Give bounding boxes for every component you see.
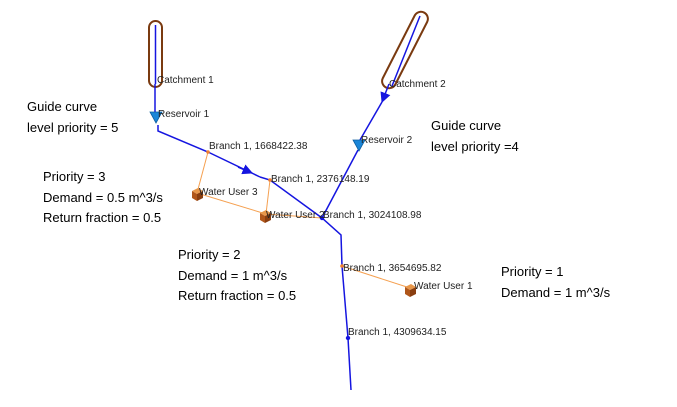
- reservoir-1-icon[interactable]: [149, 111, 163, 124]
- user2-return-fraction: Return fraction = 0.5: [178, 288, 297, 303]
- guide-left-line-2: level priority = 5: [27, 119, 119, 135]
- water-user-1-label: Water User 1: [414, 281, 473, 292]
- user1-priority: Priority = 1: [501, 264, 564, 279]
- user2-demand: Demand = 1 m^3/s: [178, 267, 288, 283]
- reservoir-2-icon[interactable]: [352, 139, 366, 152]
- branch-node-3[interactable]: [319, 215, 325, 221]
- guide-right-line-1: Guide curve: [431, 118, 502, 133]
- river-tributary-r2: [321, 149, 359, 219]
- diversion-user2-out: [265, 213, 323, 219]
- reservoir-2-label: Reservoir 2: [361, 135, 413, 146]
- guide-curve-right-annotation: Guide curve level priority =4: [431, 116, 519, 157]
- water-user-1-annotation: Priority = 1 Demand = 1 m^3/s: [501, 262, 610, 303]
- guide-left-line-1: Guide curve: [27, 99, 98, 114]
- branch-node-5[interactable]: [345, 335, 351, 341]
- user3-priority: Priority = 3: [43, 169, 106, 184]
- user3-return-fraction: Return fraction = 0.5: [43, 210, 162, 225]
- water-user-2-annotation: Priority = 2 Demand = 1 m^3/s Return fra…: [178, 245, 296, 307]
- river-main-upper: [157, 125, 261, 178]
- user2-priority: Priority = 2: [178, 247, 241, 262]
- user1-demand: Demand = 1 m^3/s: [501, 284, 611, 300]
- catchment-1-label: Catchment 1: [157, 75, 214, 86]
- diversion-user2-in: [265, 179, 271, 215]
- guide-right-line-2: level priority =4: [431, 138, 519, 154]
- river-main-arrow: [237, 164, 253, 175]
- diversion-links: [196, 151, 411, 289]
- river-segment-c2-arrow: [380, 83, 391, 103]
- user3-demand: Demand = 0.5 m^3/s: [43, 189, 163, 205]
- catchment-2[interactable]: [380, 9, 431, 90]
- branch-label-4: Branch 1, 3654695.82: [343, 263, 442, 274]
- water-user-2-icon[interactable]: [260, 210, 271, 223]
- branch-node-2[interactable]: [268, 178, 272, 182]
- water-user-3-label: Water User 3: [199, 187, 258, 198]
- reservoir-1-label: Reservoir 1: [158, 109, 210, 120]
- river-segment-c2-r2: [359, 101, 383, 141]
- branch-label-1: Branch 1, 1668422.38: [209, 141, 308, 152]
- water-user-2-label: Water User 2: [266, 210, 325, 221]
- branch-label-5: Branch 1, 4309634.15: [348, 327, 447, 338]
- diversion-user3: [196, 151, 209, 194]
- water-user-3-icon[interactable]: [192, 188, 203, 201]
- branch-label-2: Branch 1, 2376148.19: [271, 174, 370, 185]
- branch-label-3: Branch 1, 3024108.98: [323, 210, 422, 221]
- guide-curve-left-annotation: Guide curve level priority = 5: [27, 97, 118, 138]
- catchment-2-label: Catchment 2: [389, 79, 446, 90]
- diversion-user3-return: [196, 192, 267, 215]
- water-user-3-annotation: Priority = 3 Demand = 0.5 m^3/s Return f…: [43, 167, 163, 229]
- water-user-1-icon[interactable]: [405, 284, 416, 297]
- diversion-user1: [341, 265, 411, 289]
- branch-node-4[interactable]: [340, 264, 344, 268]
- branch-node-1[interactable]: [206, 150, 210, 154]
